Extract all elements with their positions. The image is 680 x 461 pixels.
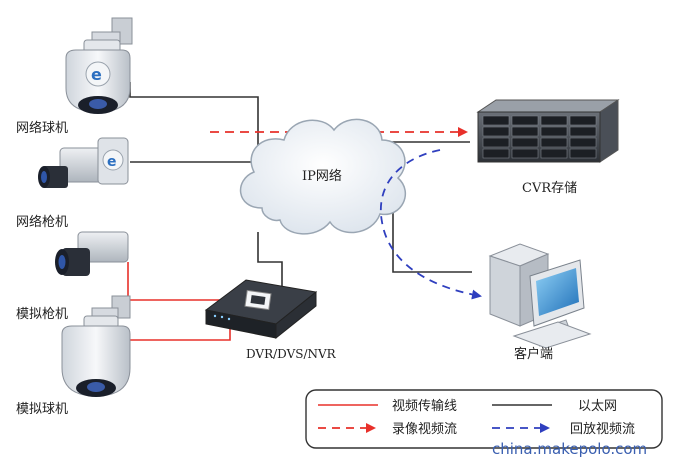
ie-logo-icon: e	[91, 65, 102, 84]
ie-logo-icon: e	[107, 154, 117, 170]
network-dome-label: 网络球机	[16, 120, 68, 136]
dvr-recorder	[204, 279, 318, 340]
network-gun-label: 网络枪机	[16, 214, 68, 230]
legend-video-line: 视频传输线	[392, 398, 457, 414]
watermark: china.makepolo.com	[492, 440, 647, 458]
analog-gun-label: 模拟枪机	[16, 306, 68, 322]
legend-playback-stream: 回放视频流	[570, 422, 635, 437]
analog-dome-camera	[61, 295, 131, 397]
legend-record-stream: 录像视频流	[392, 422, 457, 437]
legend: 视频传输线 以太网 录像视频流 回放视频流	[305, 389, 663, 449]
analog-gun-camera	[55, 231, 129, 276]
ethernet-lines	[129, 82, 472, 288]
legend-ethernet: 以太网	[578, 399, 617, 414]
cvr-storage-label: CVR存储	[522, 181, 577, 196]
playback-stream-arrow	[379, 149, 482, 300]
network-gun-camera: e	[38, 137, 129, 188]
dvr-label: DVR/DVS/NVR	[246, 347, 337, 361]
analog-dome-label: 模拟球机	[16, 402, 68, 417]
network-dome-camera: e	[65, 17, 133, 114]
client-pc	[488, 243, 592, 349]
cvr-storage-server	[476, 99, 620, 163]
client-label: 客户端	[514, 346, 553, 362]
cloud-label: IP网络	[302, 168, 342, 184]
ip-network-cloud: IP网络	[239, 118, 407, 235]
video-lines	[127, 262, 231, 341]
